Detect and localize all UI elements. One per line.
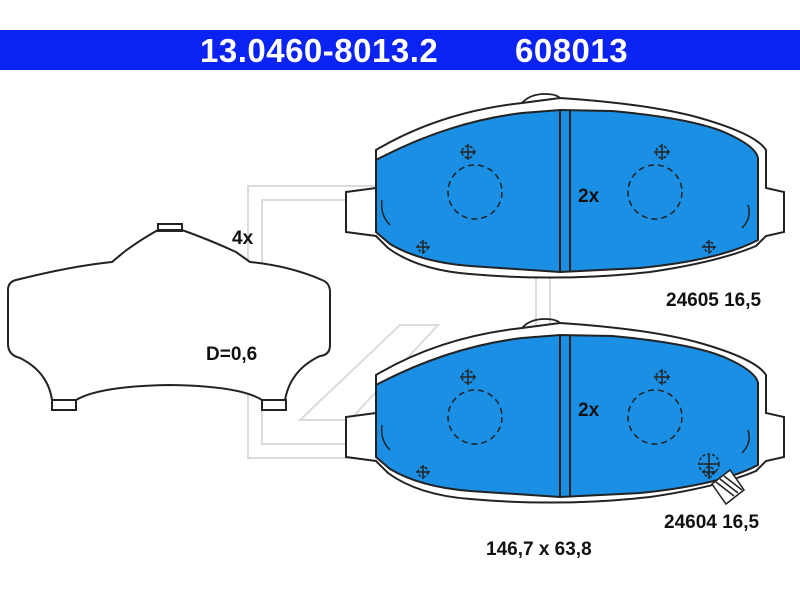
- bottom-pad-spec-label: 24604 16,5: [664, 512, 760, 533]
- title-bar: 13.0460-8013.2 608013: [0, 30, 800, 70]
- dimensions-label: 146,7 x 63,8: [486, 539, 592, 560]
- top-pad-quantity-label: 2x: [578, 186, 600, 207]
- bottom-pad-quantity-label: 2x: [578, 400, 600, 421]
- part-number: 13.0460-8013.2: [200, 32, 439, 69]
- top-pad-spec-label: 24605 16,5: [666, 290, 762, 311]
- shim-outline: [7, 223, 331, 411]
- brake-pad-bottom: [345, 318, 785, 504]
- shim-quantity-label: 4x: [232, 228, 254, 249]
- reference-number: 608013: [515, 32, 629, 69]
- brake-pad-top: [345, 93, 785, 279]
- shim-thickness-label: D=0,6: [206, 344, 258, 365]
- wear-indicator-icon: [698, 453, 746, 506]
